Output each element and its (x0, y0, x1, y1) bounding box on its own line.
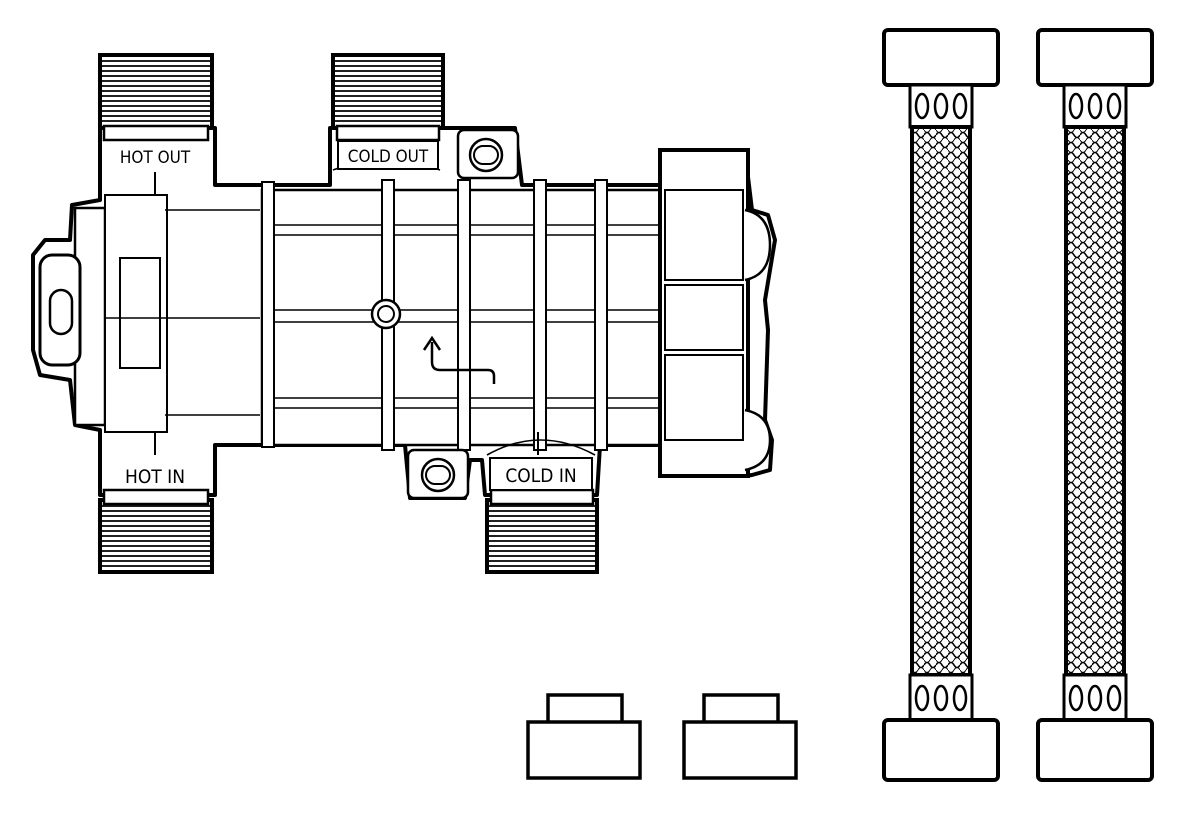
braided-hose-2 (1036, 28, 1154, 782)
hose-1-braid (910, 125, 972, 677)
label-hot-in: HOT IN (125, 466, 185, 488)
cold-in-port (485, 488, 599, 574)
braided-hose-1 (882, 28, 1000, 782)
cylinder-ribs (261, 179, 608, 451)
hot-in-port (98, 488, 214, 574)
hose-2-braid (1064, 125, 1126, 677)
cold-out-port (331, 53, 445, 142)
port-cap-2 (682, 693, 798, 780)
label-cold-out: COLD OUT (348, 147, 429, 167)
hot-out-port (98, 53, 214, 142)
label-cold-in: COLD IN (505, 465, 576, 487)
port-cap-1 (526, 693, 642, 780)
mixing-valve-body (31, 126, 777, 500)
hose-2-top-nut (1036, 28, 1154, 87)
label-hot-out: HOT OUT (120, 148, 191, 168)
hose-2-bottom-nut (1036, 718, 1154, 782)
hose-1-bottom-nut (882, 718, 1000, 782)
flow-arrow-icon (422, 335, 496, 384)
hose-1-top-nut (882, 28, 1000, 87)
